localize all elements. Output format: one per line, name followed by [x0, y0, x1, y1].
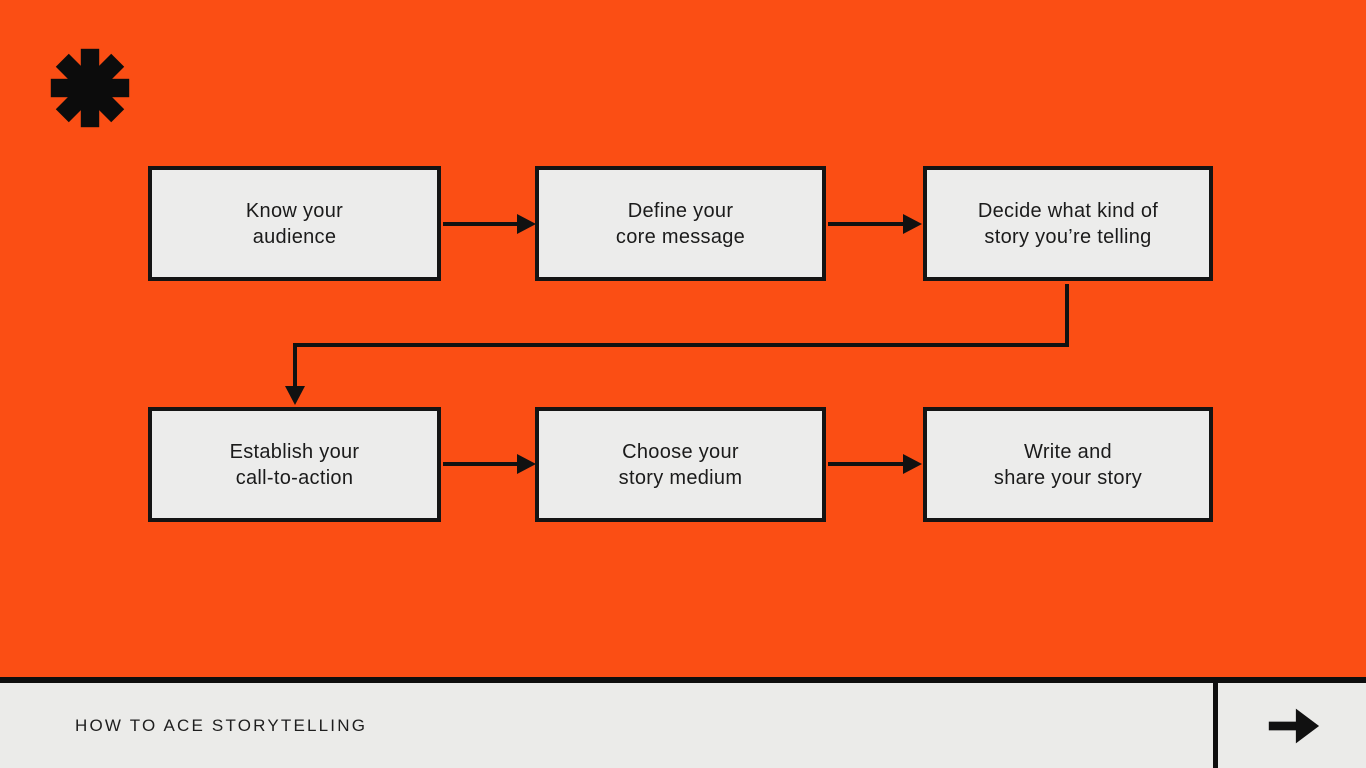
- flow-box-line: Define your: [627, 199, 734, 222]
- flow-box-choose-story-medium: Choose your story medium: [535, 407, 826, 522]
- flow-box-line: Choose your: [622, 440, 739, 463]
- slide-title: HOW TO ACE STORYTELLING: [75, 715, 368, 735]
- asterisk-logo: [50, 48, 130, 128]
- flow-box-line: story medium: [618, 466, 743, 489]
- flow-box-line: story you’re telling: [984, 225, 1152, 248]
- asterisk-icon: [50, 48, 130, 128]
- flow-box-line: Write and: [1024, 440, 1112, 463]
- flow-box-line: audience: [252, 225, 337, 248]
- arrow-right-icon: [1268, 708, 1320, 743]
- flow-box-write-share-story: Write and share your story: [923, 407, 1213, 522]
- flow-box-line: Establish your: [229, 440, 360, 463]
- flow-box-line: share your story: [993, 466, 1143, 489]
- flow-box-establish-cta: Establish your call-to-action: [148, 407, 441, 522]
- flow-box-know-your-audience: Know your audience: [148, 166, 441, 281]
- flow-arrow-3-4: [293, 284, 1069, 388]
- footer-bar: HOW TO ACE STORYTELLING: [0, 677, 1366, 768]
- flow-box-define-core-message: Define your core message: [535, 166, 826, 281]
- flow-box-line: call-to-action: [235, 466, 354, 489]
- next-button[interactable]: [1218, 683, 1366, 768]
- flow-box-decide-story-kind: Decide what kind of story you’re telling: [923, 166, 1213, 281]
- flow-box-line: core message: [615, 225, 746, 248]
- flow-box-line: Decide what kind of: [977, 199, 1159, 222]
- flow-box-line: Know your: [245, 199, 344, 222]
- footer-divider: [1213, 683, 1218, 768]
